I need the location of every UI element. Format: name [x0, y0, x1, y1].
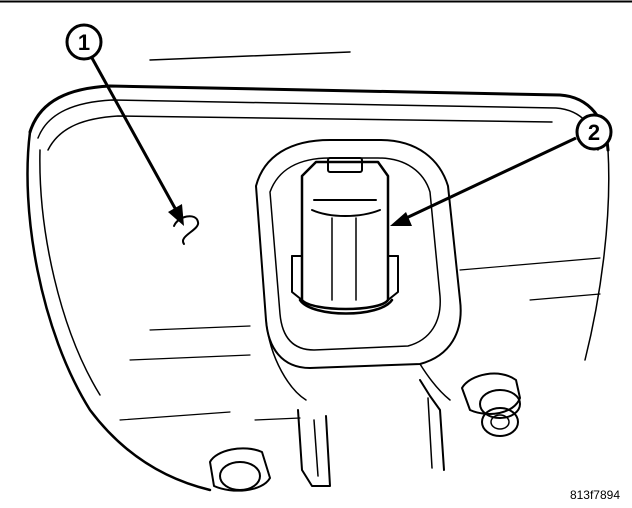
- callout-1-arrowhead: [168, 204, 184, 226]
- figure-id: 813f7894: [569, 488, 620, 502]
- electrical-connector: [291, 157, 399, 315]
- callout-1-label: 1: [78, 30, 90, 55]
- connector-recess: [255, 139, 462, 401]
- mounting-stud-left: [209, 447, 271, 492]
- callout-1-break-mark: [173, 215, 200, 245]
- housing: [26, 51, 610, 492]
- callout-2-label: 2: [588, 120, 600, 145]
- mounting-stud-right: [461, 372, 521, 437]
- mounting-bracket: [297, 379, 445, 487]
- callout-2-leader: [401, 136, 577, 222]
- callout-2-arrowhead: [390, 212, 412, 226]
- callout-1-leader: [90, 57, 178, 211]
- callout-2: 2: [390, 113, 613, 226]
- callout-1: 1: [65, 23, 200, 245]
